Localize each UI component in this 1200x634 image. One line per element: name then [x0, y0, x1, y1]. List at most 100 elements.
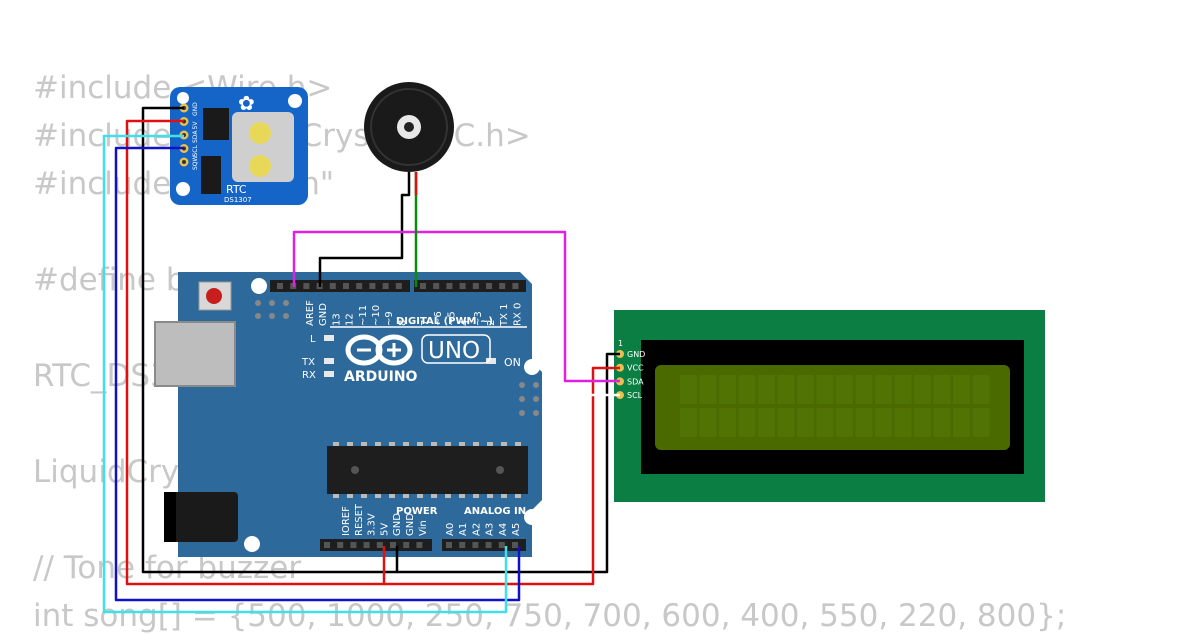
wire-5v-lcd[interactable] — [384, 366, 620, 586]
power-pin-label-4: GND — [392, 513, 403, 536]
digital-pin-hole[interactable] — [433, 283, 440, 289]
digital-pin-label-14: TX 1 — [499, 304, 510, 328]
analog-pin-label-5: A5 — [511, 523, 522, 536]
digital-pin-hole[interactable] — [459, 283, 466, 289]
lcd-pin-label-0: GND — [627, 350, 645, 359]
power-label: POWER — [396, 506, 438, 517]
wire-gnd-buzzer[interactable] — [318, 172, 411, 287]
digital-pin-label-10: ~5 — [446, 311, 457, 326]
digital-pin-hole[interactable] — [382, 283, 389, 289]
rtc-pin-label-3: SCL — [192, 145, 199, 157]
digital-pin-hole[interactable] — [277, 283, 283, 289]
power-pin-label-6: Vin — [418, 520, 429, 536]
power-pin-hole[interactable] — [390, 542, 396, 548]
power-pin-label-2: 3.3V — [367, 513, 378, 536]
code-line-5: RTC_DS3 — [33, 358, 170, 394]
arduino-logo-icon — [345, 334, 413, 366]
digital-pin-hole[interactable] — [303, 283, 310, 289]
digital-pin-label-6: ~9 — [384, 311, 395, 326]
analog-pin-label-1: A1 — [458, 523, 469, 536]
led-l-label: L — [310, 334, 316, 345]
lcd-pin-label-2: SDA — [627, 377, 644, 386]
power-header — [320, 539, 432, 551]
code-line-6: LiquidCry — [33, 454, 180, 490]
analog-pin-hole[interactable] — [446, 542, 452, 548]
digital-label: DIGITAL (PWM ~) — [396, 316, 493, 327]
wire-sda-rtc[interactable] — [114, 146, 521, 602]
power-pin-label-3: 5V — [379, 523, 390, 536]
digital-pin-label-8: 7 — [420, 320, 431, 326]
digital-pin-hole[interactable] — [395, 283, 402, 289]
analog-pin-hole[interactable] — [485, 542, 492, 548]
digital-pin-hole[interactable] — [356, 283, 363, 289]
analog-pin-label-0: A0 — [445, 523, 456, 536]
code-line-8: int song[] = {500, 1000, 250, 750, 700, … — [33, 598, 1067, 634]
digital-pin-label-11: 4 — [460, 320, 471, 326]
rtc-model: DS1307 — [224, 196, 252, 204]
digital-pin-hole[interactable] — [486, 283, 492, 289]
analog-pin-label-3: A3 — [485, 523, 496, 536]
led-on-label: ON — [504, 356, 521, 369]
analog-pin-hole[interactable] — [472, 542, 479, 548]
rtc-pin-label-2: SDA — [192, 130, 199, 143]
rtc-pin-label-4: SQW — [192, 155, 199, 170]
digital-pin-label-2: 13 — [331, 313, 342, 326]
power-pin-hole[interactable] — [350, 542, 357, 548]
piezo-buzzer[interactable] — [364, 82, 454, 172]
digital-pin-label-0: AREF — [305, 300, 316, 326]
lcd-pin-labels: GND VCC SDA SCL — [627, 350, 645, 400]
digital-pin-label-15: RX 0 — [512, 303, 523, 326]
digital-pin-label-9: ~6 — [433, 311, 444, 326]
digital-pin-hole[interactable] — [499, 283, 506, 289]
arduino-model: UNO — [428, 338, 480, 364]
digital-pin-label-7: 8 — [397, 320, 408, 326]
wire-gnd-rtc[interactable] — [141, 106, 399, 574]
digital-pin-hole[interactable] — [512, 283, 519, 289]
lcd-pin-label-1: VCC — [627, 364, 644, 373]
wire-gnd-lcd[interactable] — [397, 352, 620, 574]
power-pin-label-1: RESET — [354, 503, 365, 536]
digital-pin-label-13: 2 — [486, 320, 497, 326]
power-pin-label-0: IOREF — [341, 506, 352, 536]
wire-scl-rtc[interactable] — [102, 134, 508, 614]
digital-pin-hole[interactable] — [472, 283, 479, 289]
rtc-pin-label-1: 5V — [192, 121, 199, 130]
analog-pin-hole[interactable] — [459, 542, 466, 548]
led-tx-label: TX — [301, 357, 315, 368]
rtc-pin-label-0: GND — [192, 102, 199, 116]
digital-pin-label-12: ~3 — [473, 311, 484, 326]
led-rx-label: RX — [302, 370, 316, 381]
analog-pin-hole[interactable] — [498, 542, 505, 548]
analog-label: ANALOG IN — [464, 506, 526, 517]
power-pin-hole[interactable] — [363, 542, 370, 548]
digital-pin-hole[interactable] — [343, 283, 349, 289]
digital-pin-hole[interactable] — [446, 283, 453, 289]
power-pin-hole[interactable] — [416, 542, 423, 548]
wire-buzzer-signal[interactable] — [292, 230, 620, 383]
lcd-pin-label-3: SCL — [627, 391, 643, 400]
digital-pin-hole[interactable] — [369, 283, 376, 289]
digital-header-right — [414, 280, 526, 292]
digital-pin-hole[interactable] — [420, 283, 426, 289]
power-pin-hole[interactable] — [324, 542, 330, 548]
digital-pin-label-5: ~10 — [371, 305, 382, 326]
arduino-brand: ARDUINO — [344, 369, 418, 385]
wire-5v-rtc[interactable] — [125, 119, 386, 586]
power-pin-label-5: GND — [405, 513, 416, 536]
digital-pin-label-1: GND — [318, 303, 329, 326]
digital-pin-hole[interactable] — [329, 283, 336, 289]
analog-pin-label-2: A2 — [471, 523, 482, 536]
power-pin-hole[interactable] — [403, 542, 410, 548]
analog-pin-label-4: A4 — [498, 523, 509, 536]
power-pin-hole[interactable] — [376, 542, 383, 548]
analog-pin-hole[interactable] — [512, 542, 518, 548]
power-pin-hole[interactable] — [337, 542, 344, 548]
